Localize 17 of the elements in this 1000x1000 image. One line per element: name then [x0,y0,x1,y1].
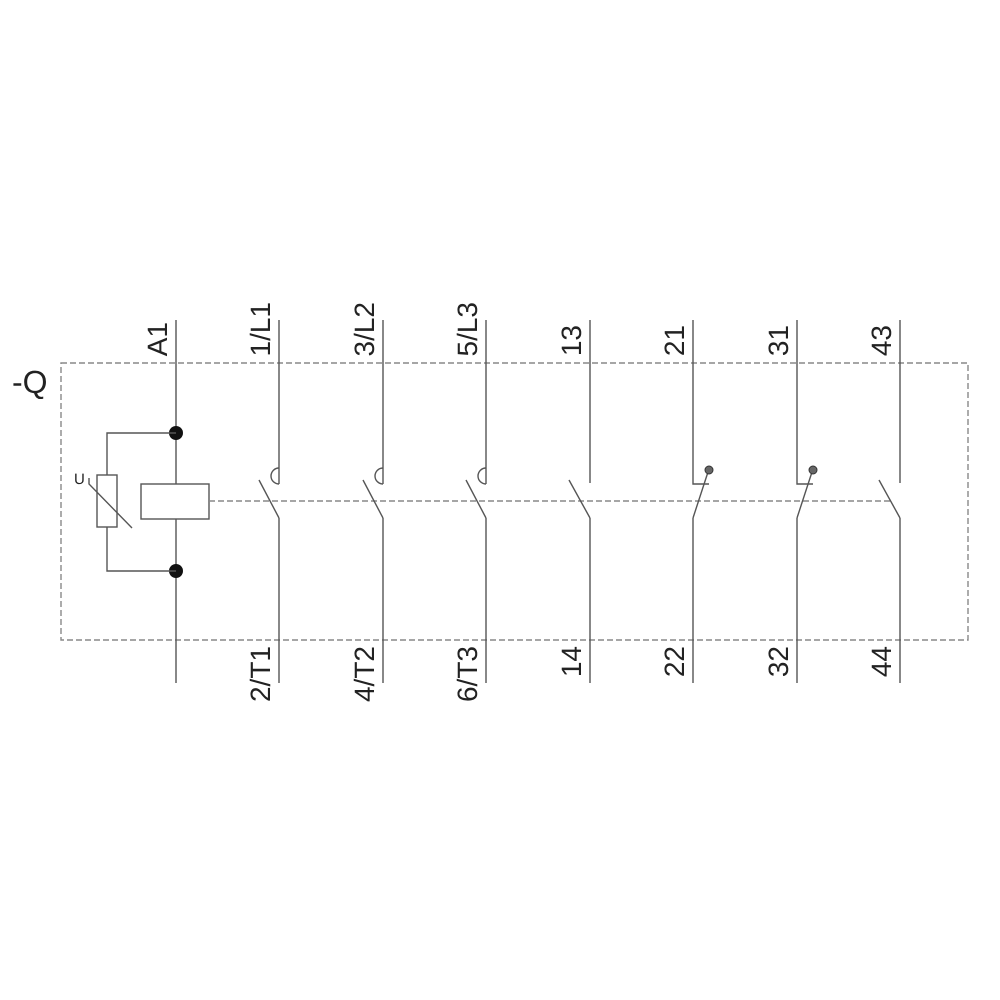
terminal-label: 6/T3 [454,646,482,702]
terminal-label: 21 [661,324,689,356]
terminal-label: 31 [765,324,793,356]
terminal-label: 5/L3 [454,302,482,356]
device-tag: -Q [12,366,48,398]
terminal-label: 4/T2 [351,646,379,702]
terminal-label: 2/T1 [247,646,275,702]
terminal-label: A1 [144,322,172,356]
terminal-label: 14 [558,646,586,678]
terminal-label: 3/L2 [351,302,379,356]
terminal-label: 32 [765,646,793,678]
voltage-symbol-label: U [74,472,85,487]
terminal-label: 43 [868,324,896,356]
terminal-label: 22 [661,646,689,678]
terminal-label: 13 [558,324,586,356]
terminal-label: 1/L1 [247,302,275,356]
terminal-label: 44 [868,646,896,678]
